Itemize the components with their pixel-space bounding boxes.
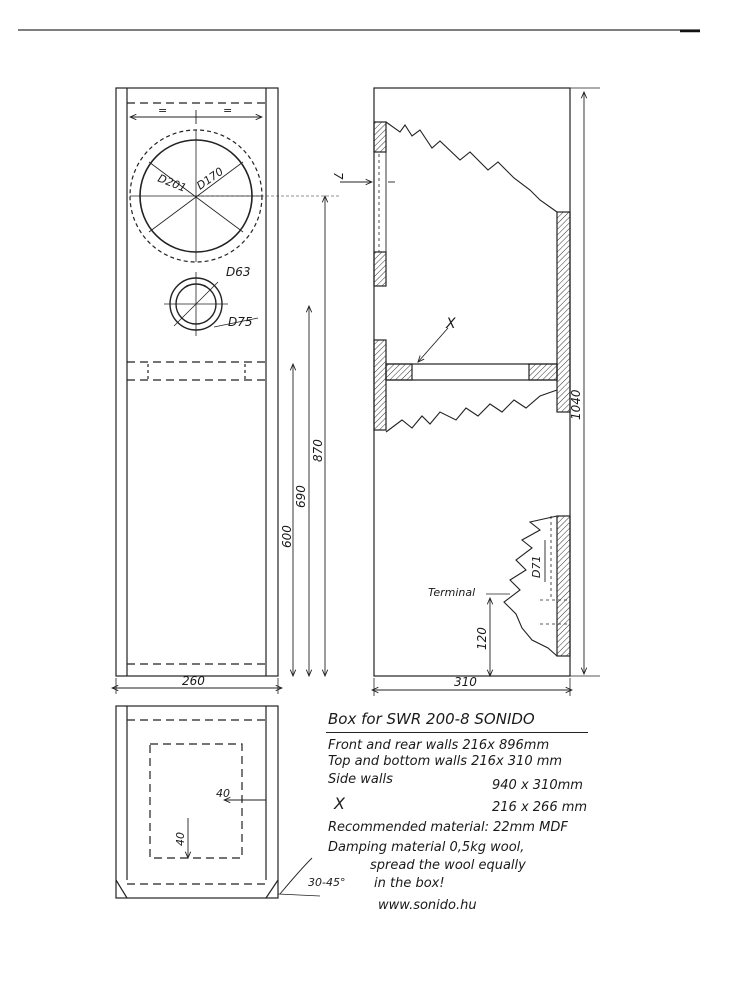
- note-material: Recommended material: 22mm MDF: [328, 820, 568, 835]
- front-outline: [115, 87, 279, 677]
- front-view: [112, 87, 340, 694]
- port-outer-label: D75: [228, 315, 253, 329]
- woofer-outer-label: D201: [156, 172, 188, 195]
- shelf-label-x: X: [445, 316, 456, 332]
- note-top-bottom: Top and bottom walls 216x 310 mm: [328, 754, 563, 769]
- title-underline: [326, 732, 588, 733]
- dim-690: 690: [294, 485, 308, 508]
- note-front-rear: Front and rear walls 216x 896mm: [328, 738, 550, 753]
- angle-label: 30-45°: [308, 876, 345, 889]
- note-side-walls-label: Side walls: [328, 772, 393, 787]
- note-damping-1: Damping material 0,5kg wool,: [328, 840, 525, 855]
- bottom-dim-40-horizontal: 40: [216, 787, 230, 800]
- note-url: www.sonido.hu: [378, 898, 477, 913]
- side-view: [340, 87, 600, 696]
- bottom-view: [115, 705, 321, 899]
- side-depth-dim: 310: [454, 675, 477, 689]
- dim-120: 120: [475, 627, 489, 650]
- dim-600: 600: [280, 525, 294, 548]
- note-damping-3: in the box!: [374, 876, 445, 891]
- notes-title: Box for SWR 200-8 SONIDO: [328, 710, 535, 728]
- bottom-dim-40-vertical: 40: [174, 832, 187, 846]
- dim-870: 870: [311, 439, 325, 462]
- dim-d71: D71: [530, 556, 543, 578]
- side-height-dim: 1040: [569, 389, 583, 420]
- note-damping-2: spread the wool equally: [370, 858, 526, 873]
- front-width-dim: 260: [182, 674, 205, 688]
- bottom-outline: [115, 705, 279, 899]
- terminal-label: Terminal: [428, 586, 475, 599]
- note-side-walls-dim: 940 x 310mm: [492, 778, 583, 793]
- note-x-dim: 216 x 266 mm: [492, 800, 588, 815]
- equal-mark-left: =: [158, 104, 167, 117]
- note-x-label: X: [334, 794, 345, 813]
- woofer-inner-label: D170: [194, 165, 226, 193]
- dim-7: 7: [331, 172, 345, 180]
- bottom-inner-dashed: [149, 743, 243, 859]
- equal-mark-right: =: [223, 104, 232, 117]
- port-inner-label: D63: [226, 265, 251, 279]
